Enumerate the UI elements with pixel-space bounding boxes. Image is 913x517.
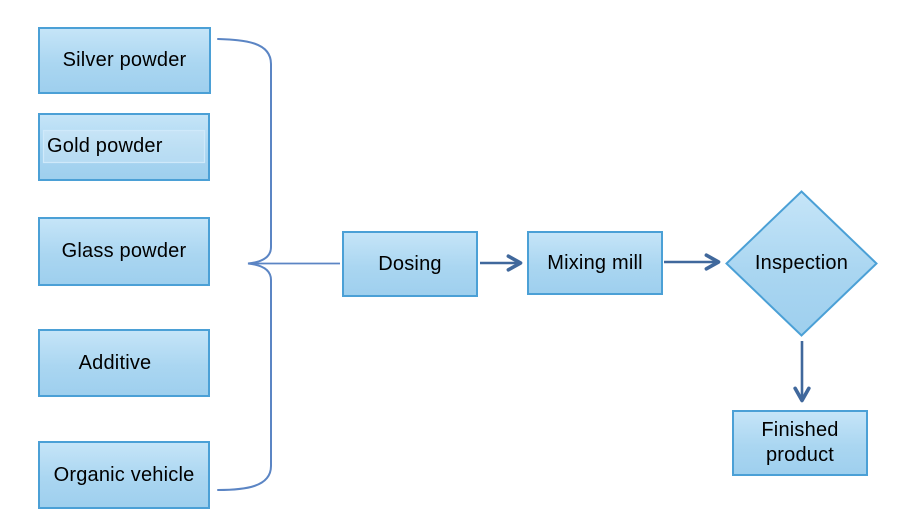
node-finished-product[interactable]: [732, 410, 868, 476]
node-silver-powder[interactable]: [38, 27, 211, 94]
node-additive[interactable]: [38, 329, 210, 397]
node-inspection[interactable]: [725, 190, 878, 337]
node-organic-vehicle[interactable]: [38, 441, 210, 509]
node-gold-powder[interactable]: [38, 113, 210, 181]
brace-connector: [217, 38, 272, 491]
node-glass-powder[interactable]: [38, 217, 210, 286]
node-mixing-mill[interactable]: [527, 231, 663, 295]
gold-powder-inner-highlight: [42, 129, 206, 164]
node-dosing[interactable]: [342, 231, 478, 297]
